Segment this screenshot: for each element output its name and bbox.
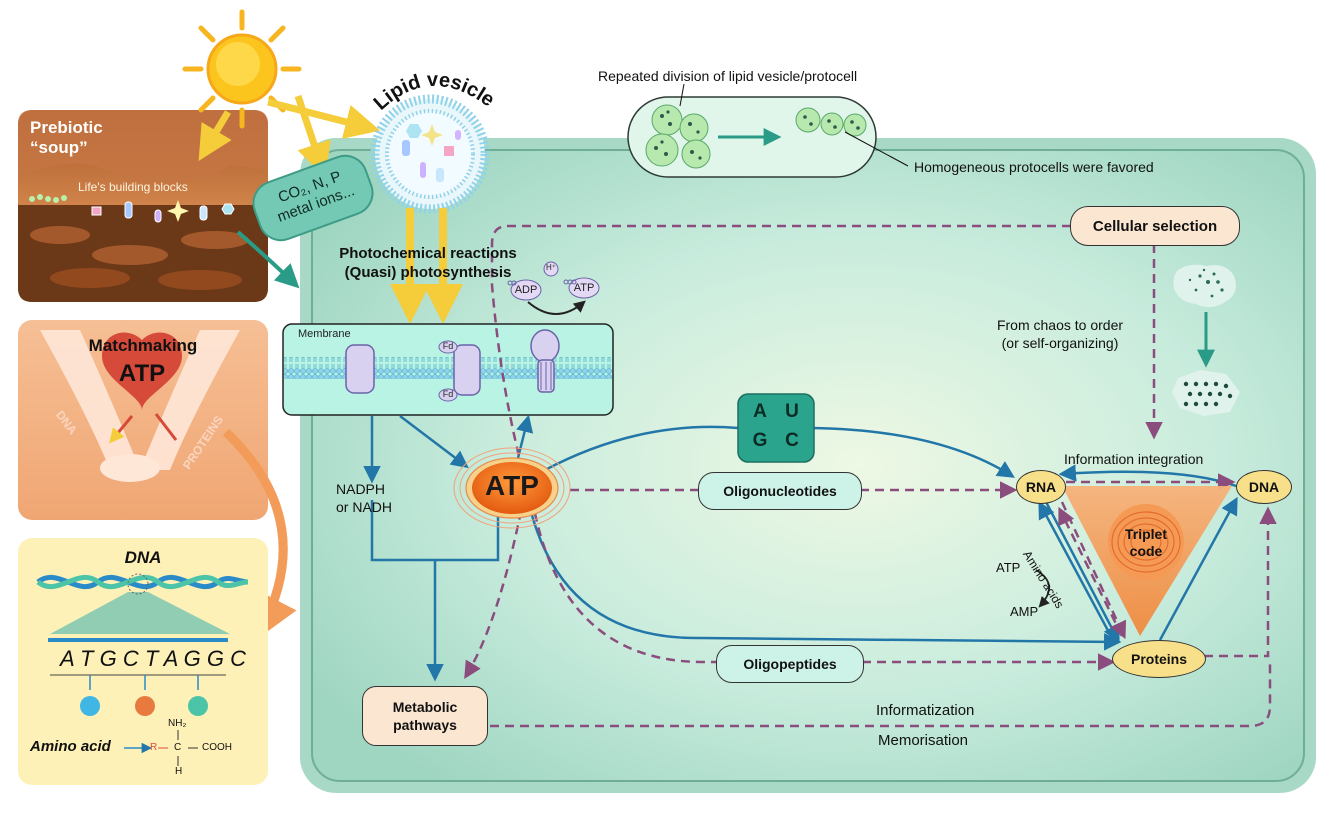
base-9: C — [230, 646, 246, 671]
nh2-label: NH₂ — [168, 718, 187, 729]
protocell-division — [627, 83, 909, 178]
base-3: G — [99, 646, 117, 671]
adp-label: ADP — [514, 284, 538, 296]
purple-dashed-arrows — [464, 224, 1277, 728]
atp-center-glow — [453, 447, 571, 529]
dna-panel — [18, 538, 268, 785]
nadph-line1: NADPH — [336, 481, 386, 497]
oligopeptides-pill: Oligopeptides — [716, 645, 864, 683]
base-7: G — [183, 646, 201, 671]
teal-arrows — [363, 414, 1238, 682]
fd-bottom-label: Fd — [442, 389, 454, 399]
photochemical-text: Photochemical reactions (Quasi) photosyn… — [318, 244, 538, 282]
chaos-to-order-icon — [1172, 264, 1240, 416]
triplet-line1: Triplet — [1124, 526, 1167, 542]
matchmaking-panel — [18, 320, 268, 520]
h-plus-label: H⁺ — [546, 263, 556, 272]
photochemical-line1: Photochemical reactions — [339, 245, 517, 262]
matchmaking-atp-label: ATP — [118, 360, 166, 387]
prebiotic-title-line1: Prebiotic — [30, 118, 103, 137]
dna-node: DNA — [1236, 470, 1292, 504]
amino-acid-label: Amino acid — [30, 738, 111, 755]
atp-center-label: ATP — [485, 470, 539, 501]
dna-sequence: A T G C T A G G C — [60, 646, 246, 672]
prebiotic-title: Prebiotic “soup” — [30, 118, 103, 158]
base-g: G — [752, 430, 768, 451]
atp-small-label: ATP — [996, 560, 1021, 575]
base-5: T — [144, 646, 159, 671]
fd-top-label: Fd — [442, 341, 454, 351]
cooh-label: COOH — [202, 742, 232, 753]
h-label: H — [175, 766, 183, 777]
lipid-vesicle-icon — [370, 94, 490, 214]
base-a: A — [753, 401, 767, 422]
triplet-line2: code — [1129, 543, 1163, 559]
dna-panel-title: DNA — [124, 548, 162, 567]
metabolic-pathways-box: Metabolic pathways — [362, 686, 488, 746]
alpha-carbon-label: C — [174, 742, 182, 753]
prebiotic-title-line2: “soup” — [30, 138, 88, 157]
chaos-line1: From chaos to order — [996, 317, 1124, 333]
base-6: A — [163, 646, 178, 671]
information-integration-label: Information integration — [1064, 451, 1204, 467]
base-8: G — [206, 646, 224, 671]
base-2: T — [79, 646, 94, 671]
chaos-line2: (or self-organizing) — [1001, 335, 1119, 351]
oligonucleotides-pill: Oligonucleotides — [698, 472, 862, 510]
sun-arrows — [198, 94, 381, 178]
r-group-label: R — [150, 742, 158, 753]
adp-atp-cycle — [507, 261, 600, 315]
triplet-code-triangle — [1062, 486, 1232, 636]
bases-box — [737, 393, 815, 463]
chaos-to-order-text: From chaos to order (or self-organizing) — [972, 316, 1148, 352]
photochemical-arrows — [390, 208, 463, 324]
soup-to-cell-arrow — [236, 230, 300, 289]
triplet-code-label: Triplet code — [1112, 526, 1180, 560]
photochemical-line2: (Quasi) photosynthesis — [344, 264, 512, 281]
division-favored: Homogeneous protocells were favored — [914, 159, 1154, 175]
memorisation-label: Memorisation — [878, 732, 969, 749]
cellular-selection-pill: Cellular selection — [1070, 206, 1240, 246]
membrane-box — [282, 323, 614, 416]
base-c: C — [785, 430, 799, 451]
base-1: A — [60, 646, 74, 671]
metabolic-line2: pathways — [393, 717, 457, 733]
base-4: C — [122, 646, 139, 671]
nadph-line2: or NADH — [336, 499, 393, 515]
atp-cycle-label: ATP — [573, 282, 595, 294]
matchmaking-title: Matchmaking — [88, 336, 198, 355]
informatization-label: Informatization — [876, 702, 975, 719]
base-u: U — [785, 401, 799, 422]
nadph-label: NADPH or NADH — [336, 480, 392, 516]
atp-amp-arrow — [1035, 569, 1050, 608]
division-caption: Repeated division of lipid vesicle/proto… — [598, 68, 858, 84]
rna-node: RNA — [1016, 470, 1066, 504]
metabolic-line1: Metabolic — [392, 699, 458, 715]
building-blocks-label: Life's building blocks — [78, 180, 188, 194]
matchmaking-to-dna-arrow — [222, 428, 297, 640]
membrane-label: Membrane — [298, 328, 351, 340]
inputs-box — [252, 154, 374, 242]
amp-label: AMP — [1010, 604, 1039, 619]
proteins-node: Proteins — [1112, 640, 1206, 678]
